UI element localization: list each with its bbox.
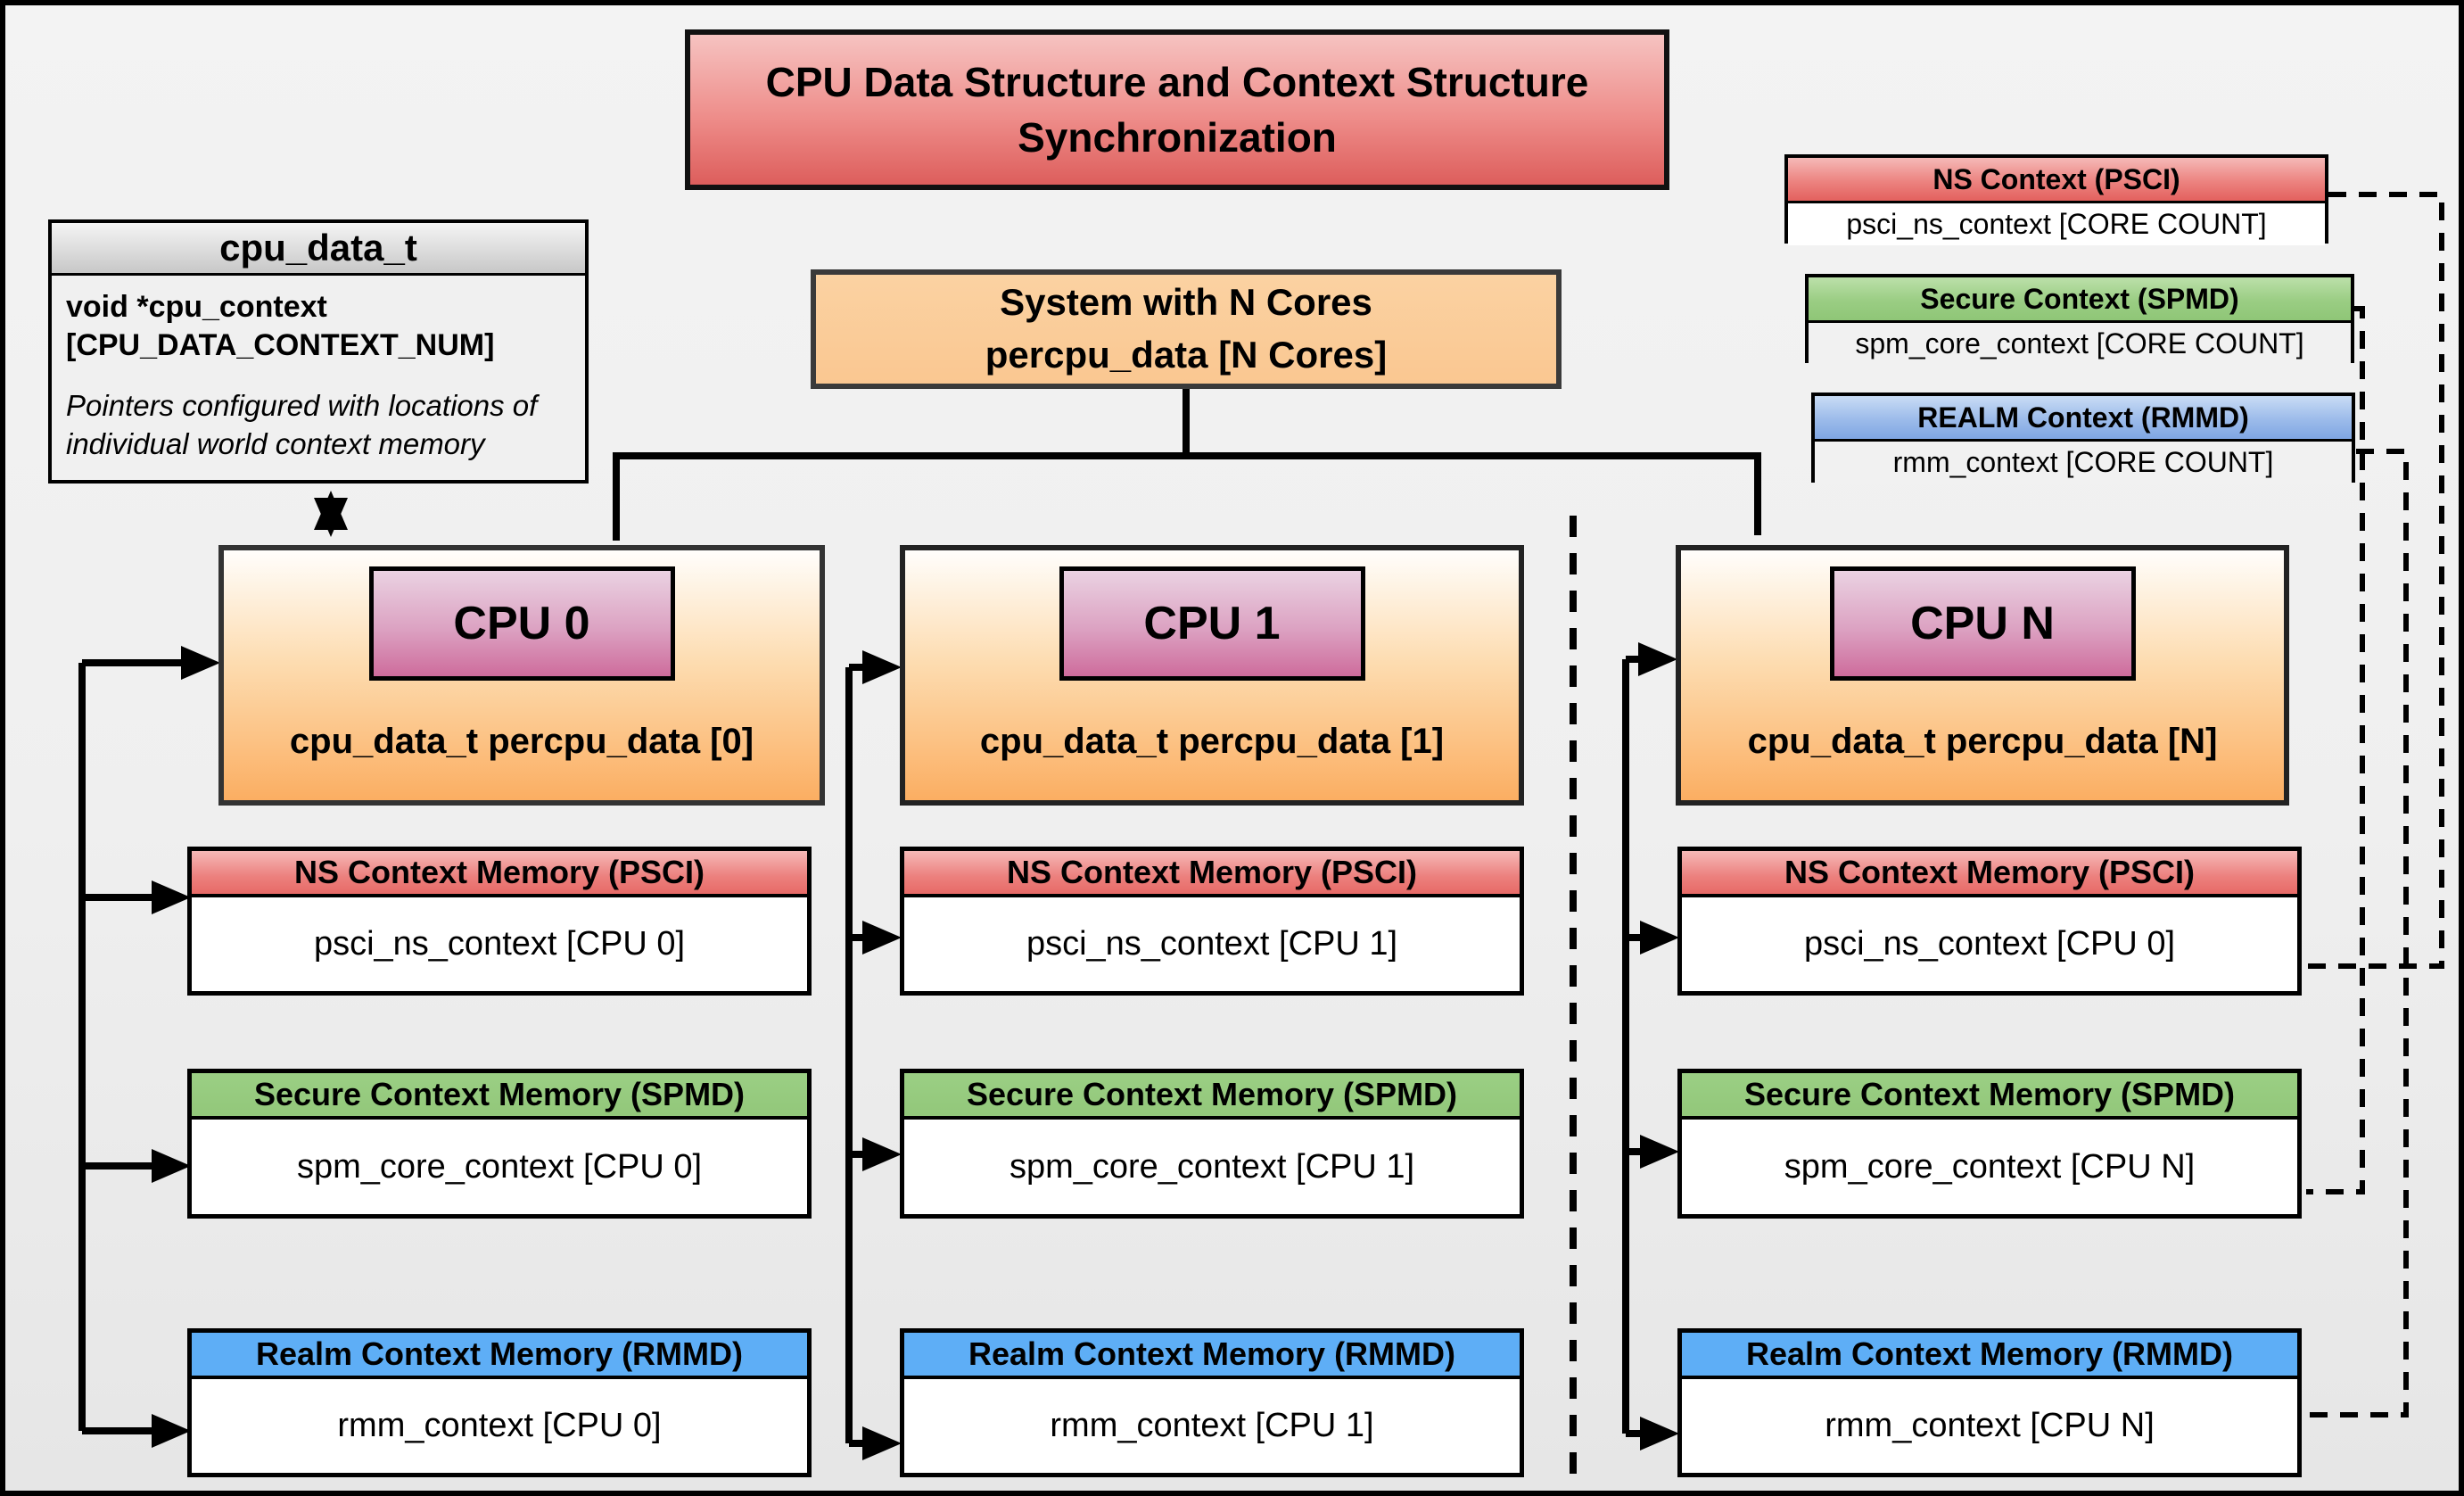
cpun-ns-body: psci_ns_context [CPU 0] bbox=[1682, 897, 2297, 991]
cpun-ns-header: NS Context Memory (PSCI) bbox=[1682, 851, 2297, 897]
cpu1-ns-header: NS Context Memory (PSCI) bbox=[904, 851, 1520, 897]
legend-realm-header: REALM Context (RMMD) bbox=[1815, 396, 2352, 442]
cpu0-secure-context-box: Secure Context Memory (SPMD) spm_core_co… bbox=[187, 1069, 812, 1219]
cpu1-chip: CPU 1 bbox=[1059, 566, 1365, 681]
cpu-data-struct-field: void *cpu_context [CPU_DATA_CONTEXT_NUM] bbox=[66, 290, 495, 362]
cpu1-data-line: cpu_data_t percpu_data [1] bbox=[979, 722, 1445, 761]
connector-layer bbox=[78, 192, 2444, 1488]
cpu0-realm-header: Realm Context Memory (RMMD) bbox=[192, 1333, 807, 1379]
cpu0-ns-body: psci_ns_context [CPU 0] bbox=[192, 897, 807, 991]
cpun-ns-context-box: NS Context Memory (PSCI) psci_ns_context… bbox=[1677, 847, 2302, 996]
legend-secure-header: Secure Context (SPMD) bbox=[1809, 277, 2351, 323]
cpu-data-struct-header: cpu_data_t bbox=[52, 223, 585, 276]
legend-secure-body: spm_core_context [CORE COUNT] bbox=[1809, 323, 2351, 365]
cpu-data-struct-note: Pointers configured with locations of in… bbox=[66, 389, 538, 460]
cpun-secure-context-box: Secure Context Memory (SPMD) spm_core_co… bbox=[1677, 1069, 2302, 1219]
legend-ns-route bbox=[2306, 192, 2444, 969]
cpun-realm-body: rmm_context [CPU N] bbox=[1682, 1379, 2297, 1473]
cpu1-secure-body: spm_core_context [CPU 1] bbox=[904, 1120, 1520, 1214]
diagram-title: CPU Data Structure and Context Structure… bbox=[685, 29, 1669, 190]
legend-ns-context: NS Context (PSCI) psci_ns_context [CORE … bbox=[1784, 154, 2328, 245]
cpu0-data-line: cpu_data_t percpu_data [0] bbox=[289, 722, 754, 761]
trunk-connector bbox=[613, 389, 1761, 541]
legend-realm-route bbox=[2306, 449, 2409, 1417]
cpu1-ns-body: psci_ns_context [CPU 1] bbox=[904, 897, 1520, 991]
system-box-line2: percpu_data [N Cores] bbox=[985, 334, 1388, 376]
legend-realm-context: REALM Context (RMMD) rmm_context [CORE C… bbox=[1811, 393, 2355, 484]
cpu0-realm-context-box: Realm Context Memory (RMMD) rmm_context … bbox=[187, 1328, 812, 1477]
cpun-chip: CPU N bbox=[1829, 566, 2136, 681]
cpun-realm-header: Realm Context Memory (RMMD) bbox=[1682, 1333, 2297, 1379]
cpu1-secure-header: Secure Context Memory (SPMD) bbox=[904, 1073, 1520, 1120]
cpu0-ns-context-box: NS Context Memory (PSCI) psci_ns_context… bbox=[187, 847, 812, 996]
cpu1-box: CPU 1 cpu_data_t percpu_data [1] bbox=[900, 545, 1524, 806]
cpu0-realm-body: rmm_context [CPU 0] bbox=[192, 1379, 807, 1473]
cpun-box: CPU N cpu_data_t percpu_data [N] bbox=[1676, 545, 2289, 806]
legend-realm-body: rmm_context [CORE COUNT] bbox=[1815, 442, 2352, 484]
cpu0-secure-body: spm_core_context [CPU 0] bbox=[192, 1120, 807, 1214]
cpu1-realm-context-box: Realm Context Memory (RMMD) rmm_context … bbox=[900, 1328, 1524, 1477]
system-box: System with N Cores percpu_data [N Cores… bbox=[811, 269, 1562, 389]
cpun-data-line: cpu_data_t percpu_data [N] bbox=[1747, 722, 2218, 761]
cpu0-chip: CPU 0 bbox=[368, 566, 675, 681]
cpun-secure-header: Secure Context Memory (SPMD) bbox=[1682, 1073, 2297, 1120]
system-box-line1: System with N Cores bbox=[1000, 281, 1372, 324]
cpu1-secure-context-box: Secure Context Memory (SPMD) spm_core_co… bbox=[900, 1069, 1524, 1219]
cpu1-realm-body: rmm_context [CPU 1] bbox=[904, 1379, 1520, 1473]
diagram-title-text: CPU Data Structure and Context Structure… bbox=[765, 58, 1589, 161]
cpun-secure-body: spm_core_context [CPU N] bbox=[1682, 1120, 2297, 1214]
cpu0-secure-header: Secure Context Memory (SPMD) bbox=[192, 1073, 807, 1120]
cpu-data-struct-box: cpu_data_t void *cpu_context [CPU_DATA_C… bbox=[48, 219, 589, 484]
cpu0-ns-header: NS Context Memory (PSCI) bbox=[192, 851, 807, 897]
legend-ns-header: NS Context (PSCI) bbox=[1788, 158, 2325, 203]
legend-secure-route bbox=[2306, 306, 2365, 1194]
cpu0-box: CPU 0 cpu_data_t percpu_data [0] bbox=[218, 545, 825, 806]
cpu1-realm-header: Realm Context Memory (RMMD) bbox=[904, 1333, 1520, 1379]
legend-ns-body: psci_ns_context [CORE COUNT] bbox=[1788, 203, 2325, 245]
cpu1-ns-context-box: NS Context Memory (PSCI) psci_ns_context… bbox=[900, 847, 1524, 996]
cpun-realm-context-box: Realm Context Memory (RMMD) rmm_context … bbox=[1677, 1328, 2302, 1477]
legend-secure-context: Secure Context (SPMD) spm_core_context [… bbox=[1805, 274, 2354, 365]
